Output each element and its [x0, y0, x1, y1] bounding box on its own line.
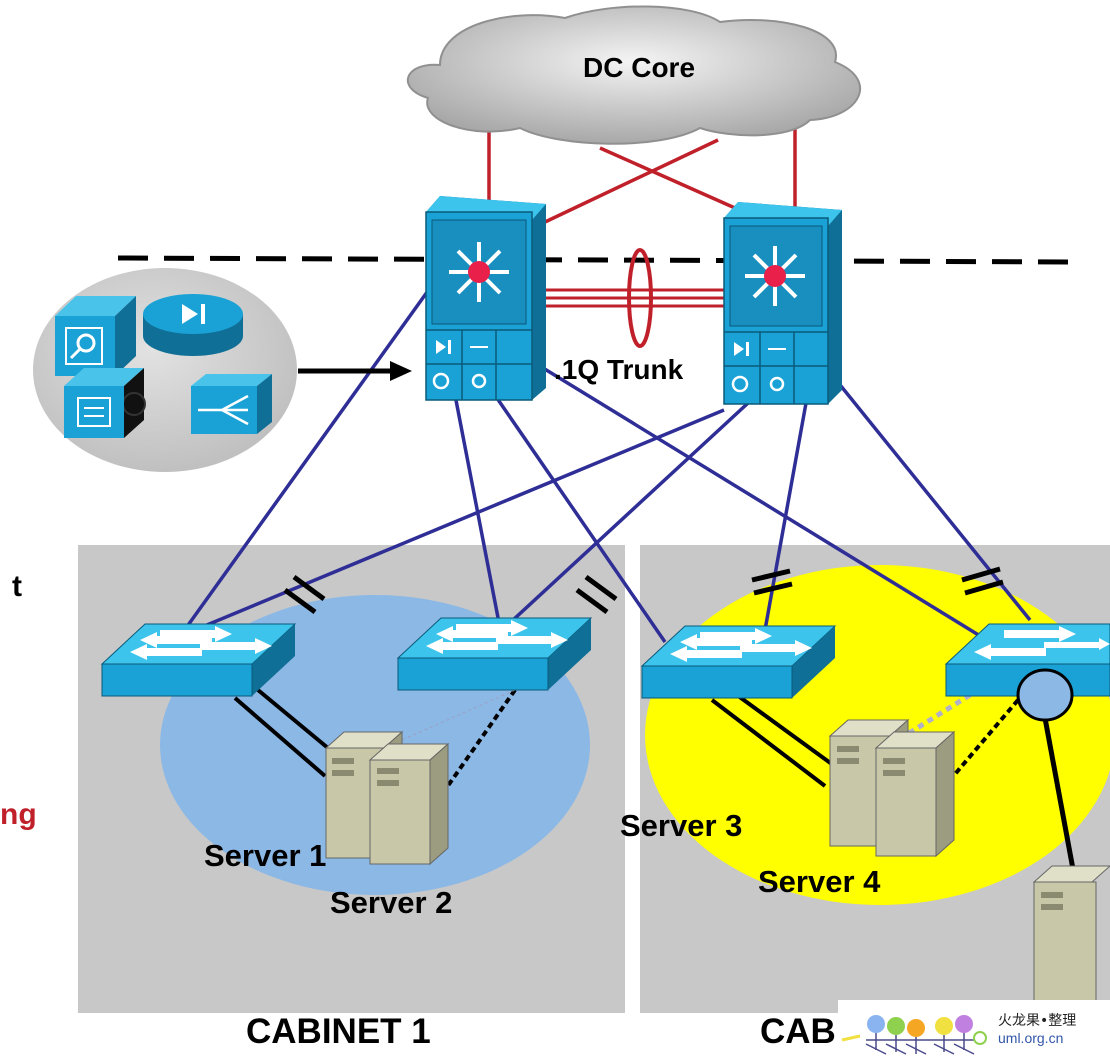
cabinet-1-label: CABINET 1: [246, 1012, 431, 1051]
access-switch-4: [944, 623, 1110, 697]
load-balancer-module-icon: [191, 374, 272, 434]
server-4-icon: [874, 730, 956, 858]
access-switch-1: [100, 623, 297, 697]
core-links: [487, 118, 797, 224]
left-cut-label-1: t: [12, 570, 22, 603]
layer-boundary-dashed-line: [117, 255, 1076, 265]
watermark-text: 火龙果•整理: [998, 1013, 1077, 1029]
service-modules-group: [33, 268, 297, 472]
service-node-link: [1042, 717, 1078, 881]
trunk-label: .1Q Trunk: [554, 354, 684, 385]
dc-core-label: DC Core: [583, 52, 696, 83]
blocked-link-marks: [283, 566, 1004, 615]
cabinet-2-label: CAB: [760, 1012, 836, 1051]
access-switch-2: [396, 617, 593, 691]
server-2-icon: [368, 742, 450, 866]
server-3-label: Server 3: [620, 808, 743, 843]
distribution-switch-1: [425, 196, 546, 401]
service-node-icon: [1016, 668, 1074, 722]
firewall-module-icon: [64, 368, 146, 438]
server-links-cab1: [233, 688, 517, 792]
server-1-label: Server 1: [204, 838, 327, 873]
server-links-cab2: [710, 688, 1020, 788]
trunk-bundle-ellipse: [627, 248, 653, 348]
server-4-label: Server 4: [758, 864, 881, 899]
vpn-module-icon: [143, 294, 243, 356]
distribution-switch-2: [723, 202, 842, 405]
watermark-url: uml.org.cn: [998, 1030, 1064, 1046]
dc-core-cloud: [406, 5, 861, 145]
ids-module-icon: [55, 296, 136, 376]
access-switch-3: [640, 625, 837, 699]
server-2-label: Server 2: [330, 885, 453, 920]
server-5-icon: [1032, 865, 1110, 1013]
services-arrow: [298, 361, 412, 381]
left-cut-label-2: ng: [0, 798, 37, 831]
trunk-link: [546, 288, 728, 308]
watermark-logo: [838, 1000, 1110, 1057]
